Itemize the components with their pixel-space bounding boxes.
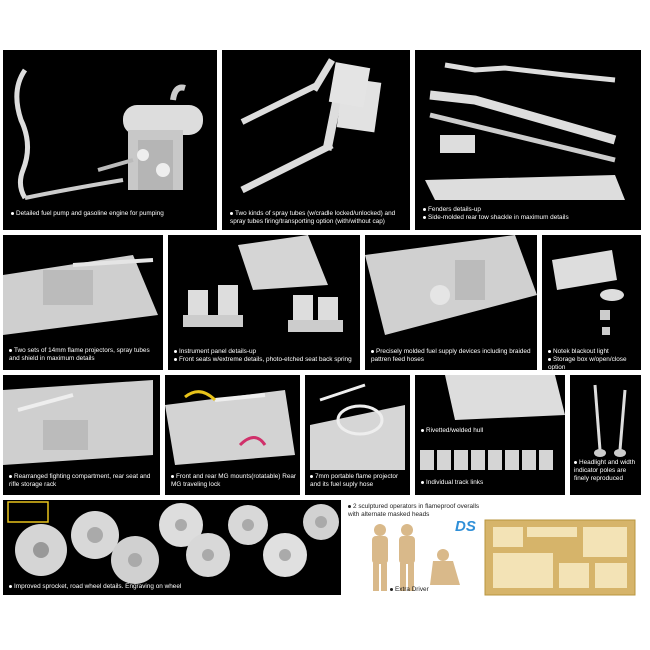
headlight-panel: Headlight and width indicator poles are … [570,375,641,495]
wheels-illustration [7,501,339,584]
hull-caption: Rivetted/welded hull [421,427,561,435]
fenders-caption: Fenders details-up Side-molded rear tow … [423,206,638,222]
fighting-compartment-panel: Rearranged fighting compartment, rear se… [3,375,160,495]
projectors-panel: Two sets of 14mm flame projectors, spray… [3,235,163,370]
mg-mounts-illustration [165,390,295,465]
headlight-caption: Headlight and width indicator poles are … [574,459,636,482]
spray-tubes-caption: Two kinds of spray tubes (w/cradle locke… [230,210,396,225]
operators-caption: 2 sculptured operators in flameproof ove… [348,503,480,518]
fuel-supply-illustration [365,235,537,335]
wheels-caption: Improved sprocket, road wheel details. E… [9,583,309,591]
wheels-panel: Improved sprocket, road wheel details. E… [3,500,341,595]
flame-7mm-panel: 7mm portable flame projector and its fue… [305,375,410,495]
spray-tubes-illustration [240,58,382,194]
spray-tubes-panel: Two kinds of spray tubes (w/cradle locke… [222,50,410,230]
engine-panel: Detailed fuel pump and gasoline engine f… [3,50,217,230]
mg-mounts-panel: Front and rear MG mounts(rotatable) Rear… [165,375,300,495]
fenders-illustration [425,62,625,200]
hull-and-track-illustration [420,375,565,470]
headlight-poles-illustration [593,384,627,457]
hull-track-panel: Rivetted/welded hull Individual track li… [415,375,565,495]
notek-caption: Notek blackout light Storage box w/open/… [548,348,627,370]
engine-caption: Detailed fuel pump and gasoline engine f… [11,210,211,218]
projectors-caption: Two sets of 14mm flame projectors, spray… [9,347,150,362]
fighting-compartment-caption: Rearranged fighting compartment, rear se… [9,473,151,488]
seats-panel: Instrument panel details-up Front seats … [168,235,360,370]
fighting-compartment-illustration [3,380,153,465]
figures-and-photo-etch-illustration [372,519,636,596]
seats-caption: Instrument panel details-up Front seats … [174,348,354,364]
fuel-pump-engine-illustration [14,68,203,200]
extra-driver-caption: Extra Driver [390,586,450,594]
portable-flame-projector-illustration [310,383,405,470]
ds-logo: DS [455,518,476,535]
fuel-supply-caption: Precisely molded fuel supply devices inc… [371,348,531,363]
fuel-supply-panel: Precisely molded fuel supply devices inc… [365,235,537,370]
mg-mounts-caption: Front and rear MG mounts(rotatable) Rear… [171,473,297,488]
notek-light-illustration [552,250,624,335]
seats-illustration [183,235,343,332]
fenders-panel: Fenders details-up Side-molded rear tow … [415,50,641,230]
notek-panel: Notek blackout light Storage box w/open/… [542,235,641,370]
track-caption: Individual track links [421,479,561,487]
flame-projectors-illustration [3,255,158,335]
flame-7mm-caption: 7mm portable flame projector and its fue… [310,473,399,488]
